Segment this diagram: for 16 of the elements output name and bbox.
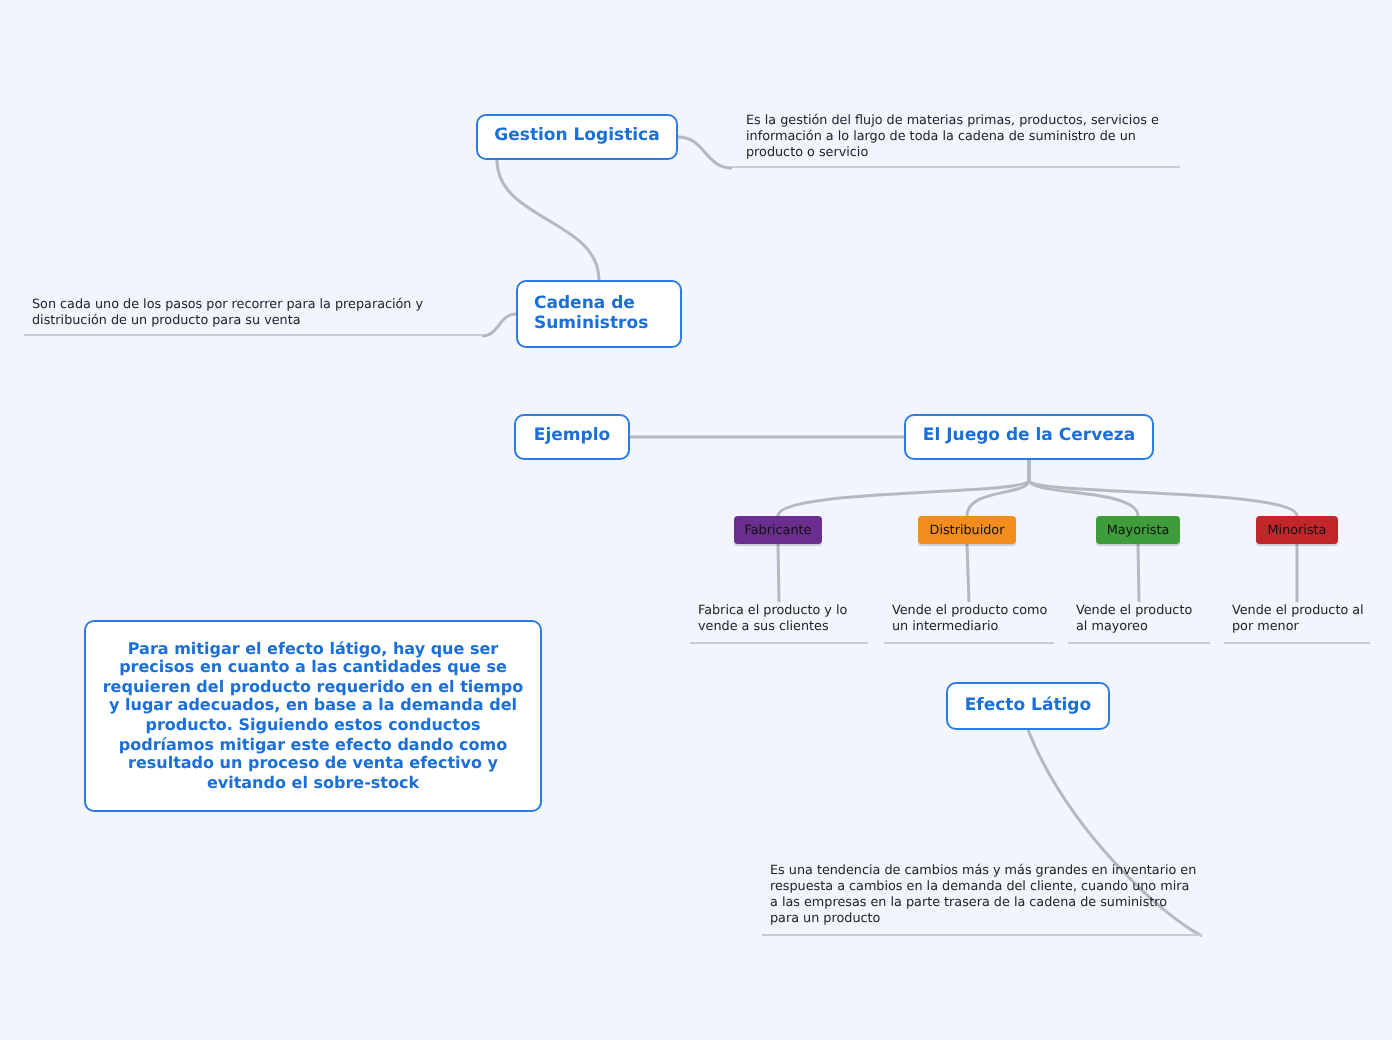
connector-line: [481, 312, 517, 338]
topic-box: Ejemplo: [514, 414, 630, 460]
connector-line: [677, 135, 733, 170]
topic-box: Efecto Látigo: [946, 682, 1110, 730]
topic-box: El Juego de la Cerveza: [904, 414, 1154, 460]
connector-line: [495, 159, 601, 281]
connector-line: [965, 543, 971, 603]
connector-line: [630, 435, 904, 439]
connector-line: [1027, 460, 1299, 517]
connector-line: [1026, 729, 1203, 938]
topic-box: Para mitigar el efecto látigo, hay que ser precisos en cuanto a las cantidades que se requieren del producto requerido en el tiempo y lugar adecuados, en base a la demanda del producto. Siguiendo estos conductos podríamos mitigar este efecto dando como resultado un proceso de venta efectivo y evitando el sobre-stock: [84, 620, 542, 812]
connector-line: [1136, 543, 1141, 603]
topic-box: Gestion Logistica: [476, 114, 678, 160]
connector-line: [1295, 544, 1299, 602]
topic-box: Cadena de Suministros: [516, 280, 682, 348]
connector-line: [776, 543, 781, 603]
